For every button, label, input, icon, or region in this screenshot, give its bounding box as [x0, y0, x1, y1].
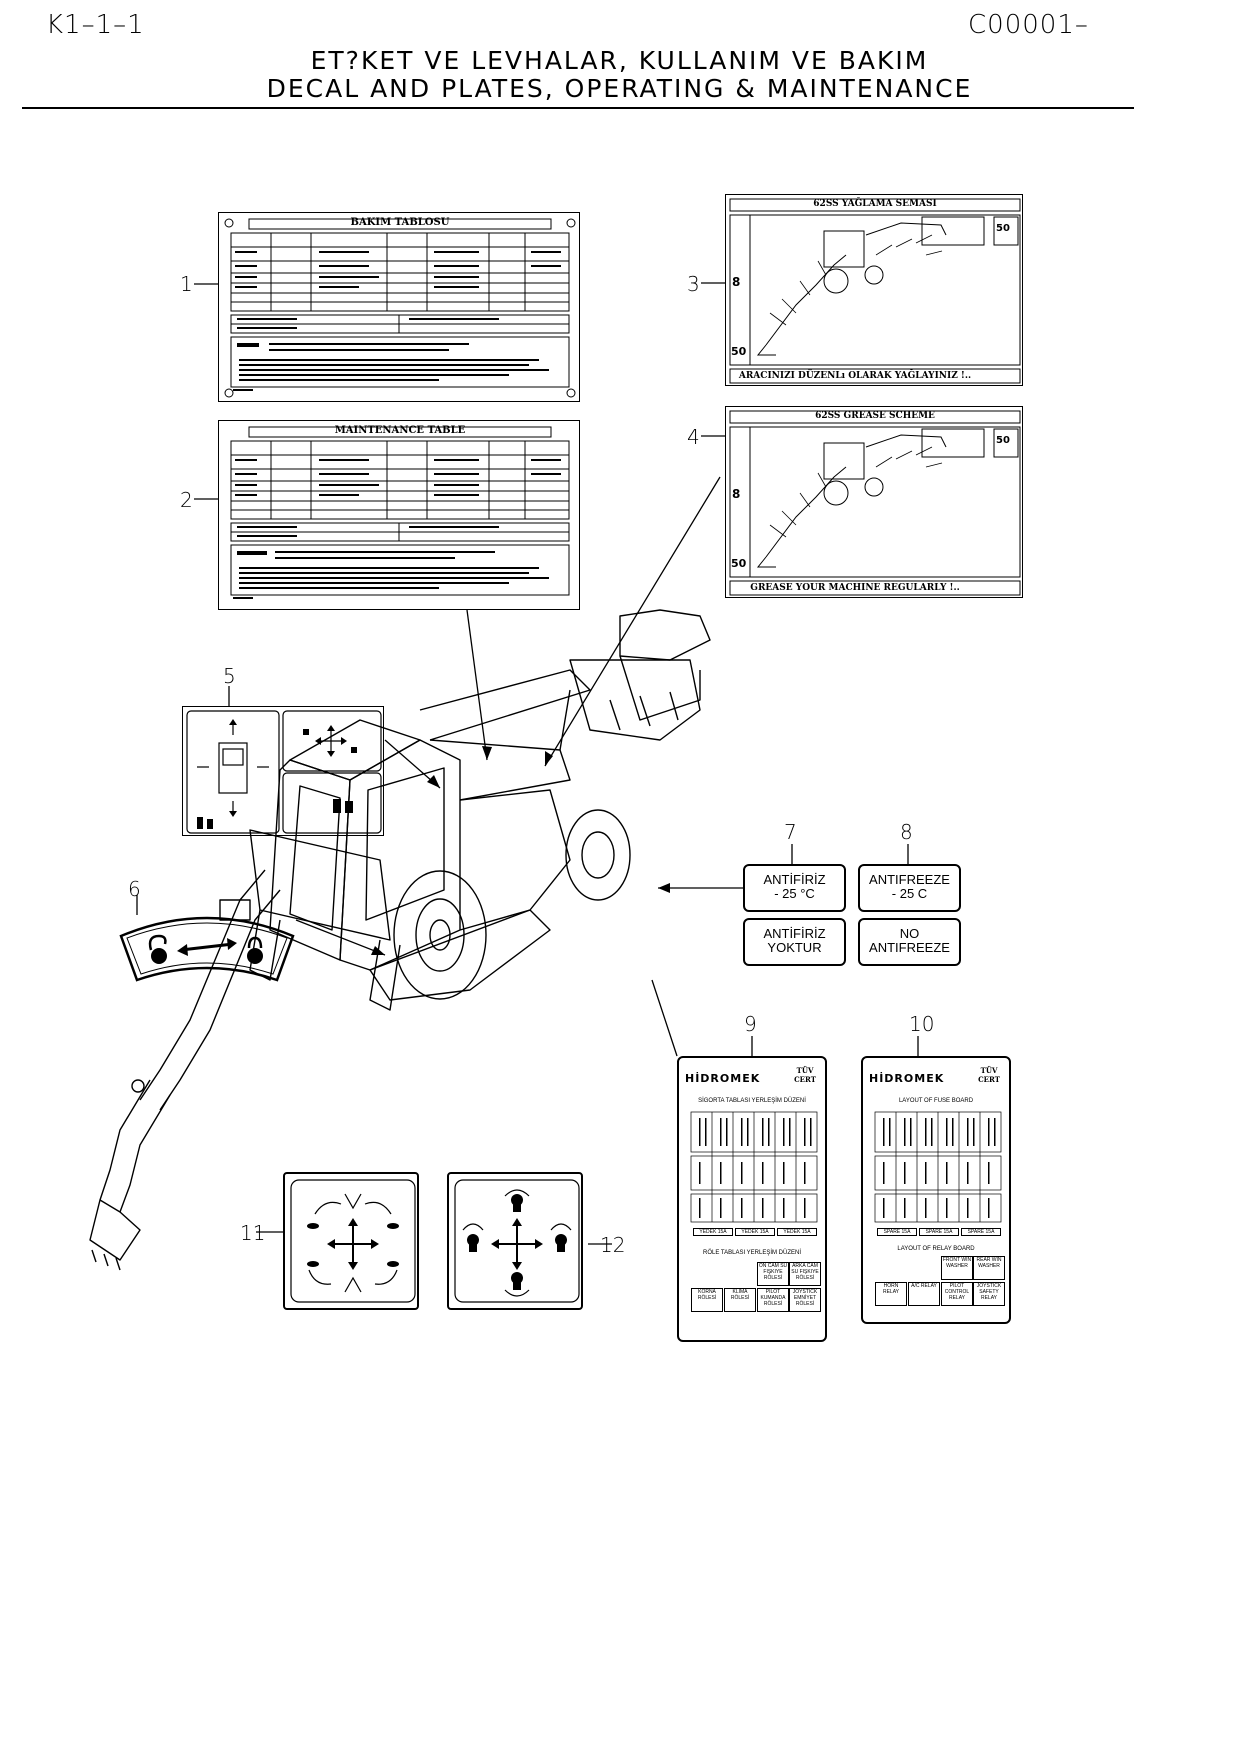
fuse-9-relay-4: KLİMA RÖLESİ [724, 1288, 756, 1312]
plate-3-hours-8: 8 [732, 275, 741, 289]
fuse-9-relay-3: KORNA RÖLESİ [691, 1288, 723, 1312]
antifreeze-8a-line1: ANTIFREEZE [869, 872, 950, 887]
plate-4-hours-50-top: 50 [996, 435, 1010, 446]
antifreeze-8b-line2: ANTIFREEZE [869, 940, 950, 955]
plate-4-title: 62SS GREASE SCHEME [815, 411, 935, 421]
fuse-9-spare-3: YEDEK 15A [777, 1228, 817, 1236]
antifreeze-7a-line2: - 25 °C [774, 886, 815, 901]
fuse-10-relay-2: REAR WIN WASHER [973, 1256, 1005, 1280]
callout-2: 2 [180, 488, 193, 512]
antifreeze-decal-tr-25c: ANTİFİRİZ - 25 °C [743, 864, 846, 912]
fuse-10-spare-1: SPARE 15A [877, 1228, 917, 1236]
fuse-9-cert: TÜV CERT [794, 1066, 816, 1084]
plate-3-hours-50: 50 [731, 345, 747, 358]
fuse-10-relay-1: FRONT WIN WASHER [941, 1256, 973, 1280]
control-pattern-decal [182, 706, 384, 836]
callout-10: 10 [909, 1012, 935, 1036]
title-english: DECAL AND PLATES, OPERATING & MAINTENANC… [266, 74, 973, 103]
antifreeze-7a-line1: ANTİFİRİZ [763, 872, 826, 887]
callout-1: 1 [180, 272, 193, 296]
fuse-9-relay-2: ARKA CAM SU FIŞKIYE RÖLESİ [789, 1262, 821, 1286]
fuse-9-title: SİGORTA TABLASI YERLEŞİM DÜZENİ [698, 1098, 806, 1104]
plate-4-footer: GREASE YOUR MACHINE REGULARLY !.. [750, 583, 960, 593]
fuse-board-decal-turkish: HİDROMEK TÜV CERT SİGORTA TABLASI YERLEŞ… [677, 1056, 827, 1342]
plate-4-hours-50: 50 [731, 557, 747, 570]
fuse-board-decal-english: HİDROMEK TÜV CERT LAYOUT OF FUSE BOARD S… [861, 1056, 1011, 1324]
antifreeze-7b-line2: YOKTUR [767, 940, 822, 955]
page-code: K1–1–1 [46, 10, 145, 40]
fuse-10-title: LAYOUT OF FUSE BOARD [898, 1098, 974, 1104]
callout-8: 8 [900, 820, 913, 844]
fuse-9-brand: HİDROMEK [685, 1072, 761, 1085]
grease-plate-turkish: 62SS YAĞLAMA SEMASI 8 50 50 ARACINIZI DÜ… [725, 194, 1023, 386]
excavator-control-decal-b [447, 1172, 583, 1310]
maintenance-plate-english: MAINTENANCE TABLE [218, 420, 580, 610]
header-rule [22, 107, 1134, 109]
fuse-9-relay-title: RÖLE TABLASI YERLEŞİM DÜZENİ [702, 1250, 802, 1256]
title-turkish: ET?KET VE LEVHALAR, KULLANIM VE BAKIM [310, 46, 929, 75]
fuse-10-brand: HİDROMEK [869, 1072, 945, 1085]
excavator-control-decal-a [283, 1172, 419, 1310]
fuse-10-cert: TÜV CERT [978, 1066, 1000, 1084]
callout-9: 9 [744, 1012, 757, 1036]
antifreeze-decal-tr-none: ANTİFİRİZ YOKTUR [743, 918, 846, 966]
antifreeze-8a-line2: - 25 C [891, 886, 928, 901]
fuse-10-relay-title: LAYOUT OF RELAY BOARD [897, 1246, 975, 1252]
callout-3: 3 [687, 272, 700, 296]
maintenance-plate-turkish: BAKIM TABLOSU [218, 212, 580, 402]
fuse-10-relay-6: JOYSTICK SAFETY RELAY [973, 1282, 1005, 1306]
fuse-9-spare-2: YEDEK 15A [735, 1228, 775, 1236]
fuse-9-relay-5: PİLOT KUMANDA RÖLESİ [757, 1288, 789, 1312]
antifreeze-8b-line1: NO [899, 926, 920, 941]
plate-3-title: 62SS YAĞLAMA SEMASI [813, 199, 937, 209]
callout-4: 4 [687, 425, 700, 449]
fuse-10-relay-3: HORN RELAY [875, 1282, 907, 1306]
callout-7: 7 [784, 820, 797, 844]
fuse-10-relay-5: PILOT CONTROL RELAY [941, 1282, 973, 1306]
callout-5: 5 [223, 664, 236, 688]
callout-11: 11 [240, 1221, 266, 1245]
fuse-9-relay-6: JOYSTICK EMNİYET RÖLESİ [789, 1288, 821, 1312]
antifreeze-decal-en-25c: ANTIFREEZE - 25 C [858, 864, 961, 912]
plate-2-title: MAINTENANCE TABLE [334, 425, 466, 436]
fuse-9-spare-1: YEDEK 15A [693, 1228, 733, 1236]
plate-3-footer: ARACINIZI DÜZENLı OLARAK YAĞLAYINIZ !.. [738, 371, 972, 381]
antifreeze-decal-en-none: NO ANTIFREEZE [858, 918, 961, 966]
callout-12: 12 [600, 1233, 626, 1257]
fuse-10-spare-2: SPARE 15A [919, 1228, 959, 1236]
backhoe-loader-illustration [89, 609, 711, 1271]
fuse-9-relay-1: ÖN CAM SU FIŞKIYE RÖLESİ [757, 1262, 789, 1286]
plate-1-title: BAKIM TABLOSU [350, 217, 450, 228]
plate-4-hours-8: 8 [732, 487, 741, 501]
grease-plate-english: 62SS GREASE SCHEME 8 50 50 GREASE YOUR M… [725, 406, 1023, 598]
fuse-10-relay-4: A/C RELAY [908, 1282, 940, 1306]
antifreeze-7b-line1: ANTİFİRİZ [763, 926, 826, 941]
plate-3-hours-50-top: 50 [996, 223, 1010, 234]
document-code: C00001– [968, 10, 1089, 40]
fuse-10-spare-3: SPARE 15A [961, 1228, 1001, 1236]
